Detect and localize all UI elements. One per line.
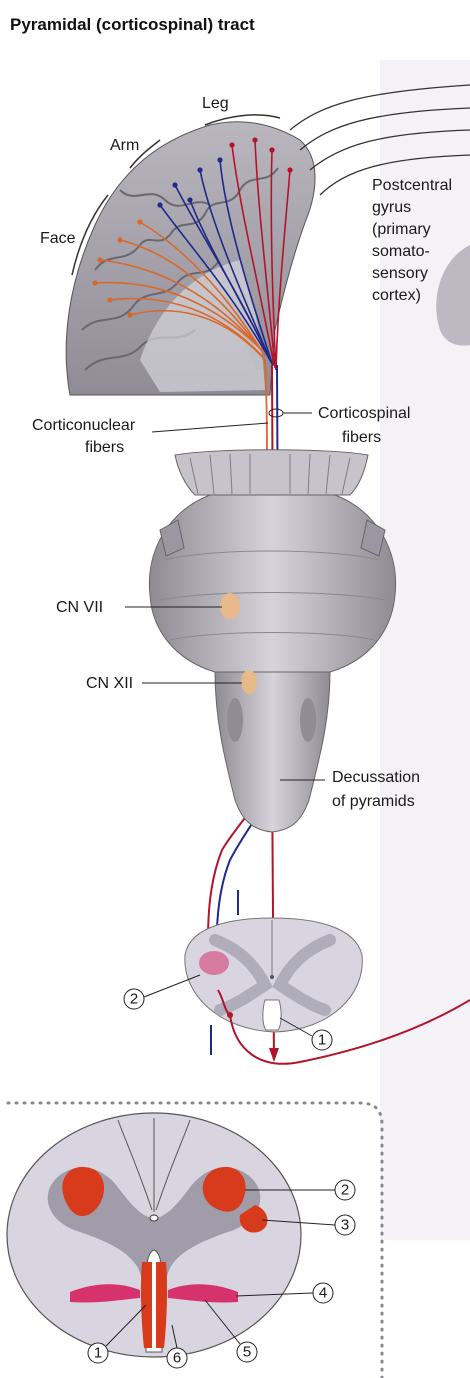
leg-fiber-somas — [229, 137, 293, 173]
svg-text:2: 2 — [130, 991, 138, 1008]
marker-1-upper: 1 — [311, 1029, 333, 1051]
label-cn7: CN VII — [56, 599, 103, 616]
inset-border — [6, 1101, 384, 1378]
face-fibers — [94, 221, 266, 361]
leg-fibers — [231, 139, 291, 371]
svg-text:3: 3 — [341, 1217, 349, 1234]
leader-6-inset — [171, 1324, 178, 1349]
label-leg: Leg — [202, 95, 229, 112]
arm-bracket — [129, 139, 161, 169]
svg-text:gyrus: gyrus — [372, 199, 411, 216]
label-decussation-of-pyramids: Decussation of pyramids — [332, 769, 420, 810]
leader-2-upper — [143, 974, 201, 998]
pointer-line — [309, 129, 470, 171]
svg-text:4: 4 — [319, 1285, 327, 1302]
lateral-tract-highlight — [199, 951, 229, 975]
svg-text:Postcentral: Postcentral — [372, 177, 452, 194]
leader-4-inset — [235, 1292, 314, 1297]
leader-3-inset — [261, 1219, 336, 1226]
label-corticospinal-fibers: Corticospinal fibers — [318, 405, 410, 446]
face-bracket — [71, 194, 109, 276]
svg-text:sensory: sensory — [372, 265, 428, 282]
arm-fibers — [159, 159, 274, 367]
arm-fiber-somas — [157, 157, 223, 208]
svg-text:somato-: somato- — [372, 243, 430, 260]
marker-4-inset: 4 — [312, 1282, 334, 1304]
brainstem — [148, 449, 397, 833]
leg-bracket — [204, 114, 281, 126]
diagram-title: Pyramidal (corticospinal) tract — [10, 15, 255, 34]
brain-coronal-section — [65, 121, 316, 396]
marker-5-inset: 5 — [236, 1341, 258, 1363]
cn7-nucleus — [220, 593, 240, 619]
svg-text:cortex): cortex) — [372, 287, 421, 304]
adjacent-brain-fragment — [436, 245, 470, 346]
svg-text:2: 2 — [341, 1182, 349, 1199]
label-corticonuclear-fibers: Corticonuclear fibers — [32, 417, 136, 456]
label-face: Face — [40, 230, 76, 247]
leader-1-inset — [105, 1304, 147, 1347]
spinal-cord-section — [184, 917, 363, 1033]
leader-5-inset — [204, 1299, 241, 1345]
motor-neuron-axon — [229, 999, 470, 1065]
face-fiber-somas — [92, 219, 143, 318]
pointer-line — [289, 84, 470, 131]
leader-1-upper — [279, 1017, 313, 1037]
pointer-line — [299, 107, 470, 151]
svg-text:Decussation: Decussation — [332, 769, 420, 786]
svg-text:(primary: (primary — [372, 221, 431, 238]
svg-text:fibers: fibers — [85, 439, 124, 456]
svg-text:6: 6 — [173, 1350, 181, 1367]
svg-text:5: 5 — [243, 1344, 251, 1361]
svg-text:of pyramids: of pyramids — [332, 793, 415, 810]
label-cn12: CN XII — [86, 675, 133, 692]
label-postcentral-gyrus: Postcentral gyrus (primary somato- senso… — [372, 177, 452, 304]
cn12-nucleus — [241, 670, 257, 694]
svg-text:Corticospinal: Corticospinal — [318, 405, 410, 422]
label-arm: Arm — [110, 137, 139, 154]
corticospinal-marker — [268, 408, 284, 418]
marker-1-inset: 1 — [87, 1342, 109, 1364]
arrowhead — [269, 1048, 279, 1062]
marker-2-inset: 2 — [334, 1179, 356, 1201]
pointer-line — [319, 154, 470, 196]
svg-text:1: 1 — [94, 1345, 102, 1362]
marker-3-inset: 3 — [334, 1214, 356, 1236]
spinal-cord-cross-section-inset — [6, 1112, 302, 1358]
leader-corticonuclear — [151, 422, 269, 433]
svg-text:fibers: fibers — [342, 429, 381, 446]
marker-2-upper: 2 — [123, 988, 145, 1010]
marker-6-inset: 6 — [166, 1347, 188, 1369]
svg-text:1: 1 — [318, 1032, 326, 1049]
svg-text:Corticonuclear: Corticonuclear — [32, 417, 136, 434]
